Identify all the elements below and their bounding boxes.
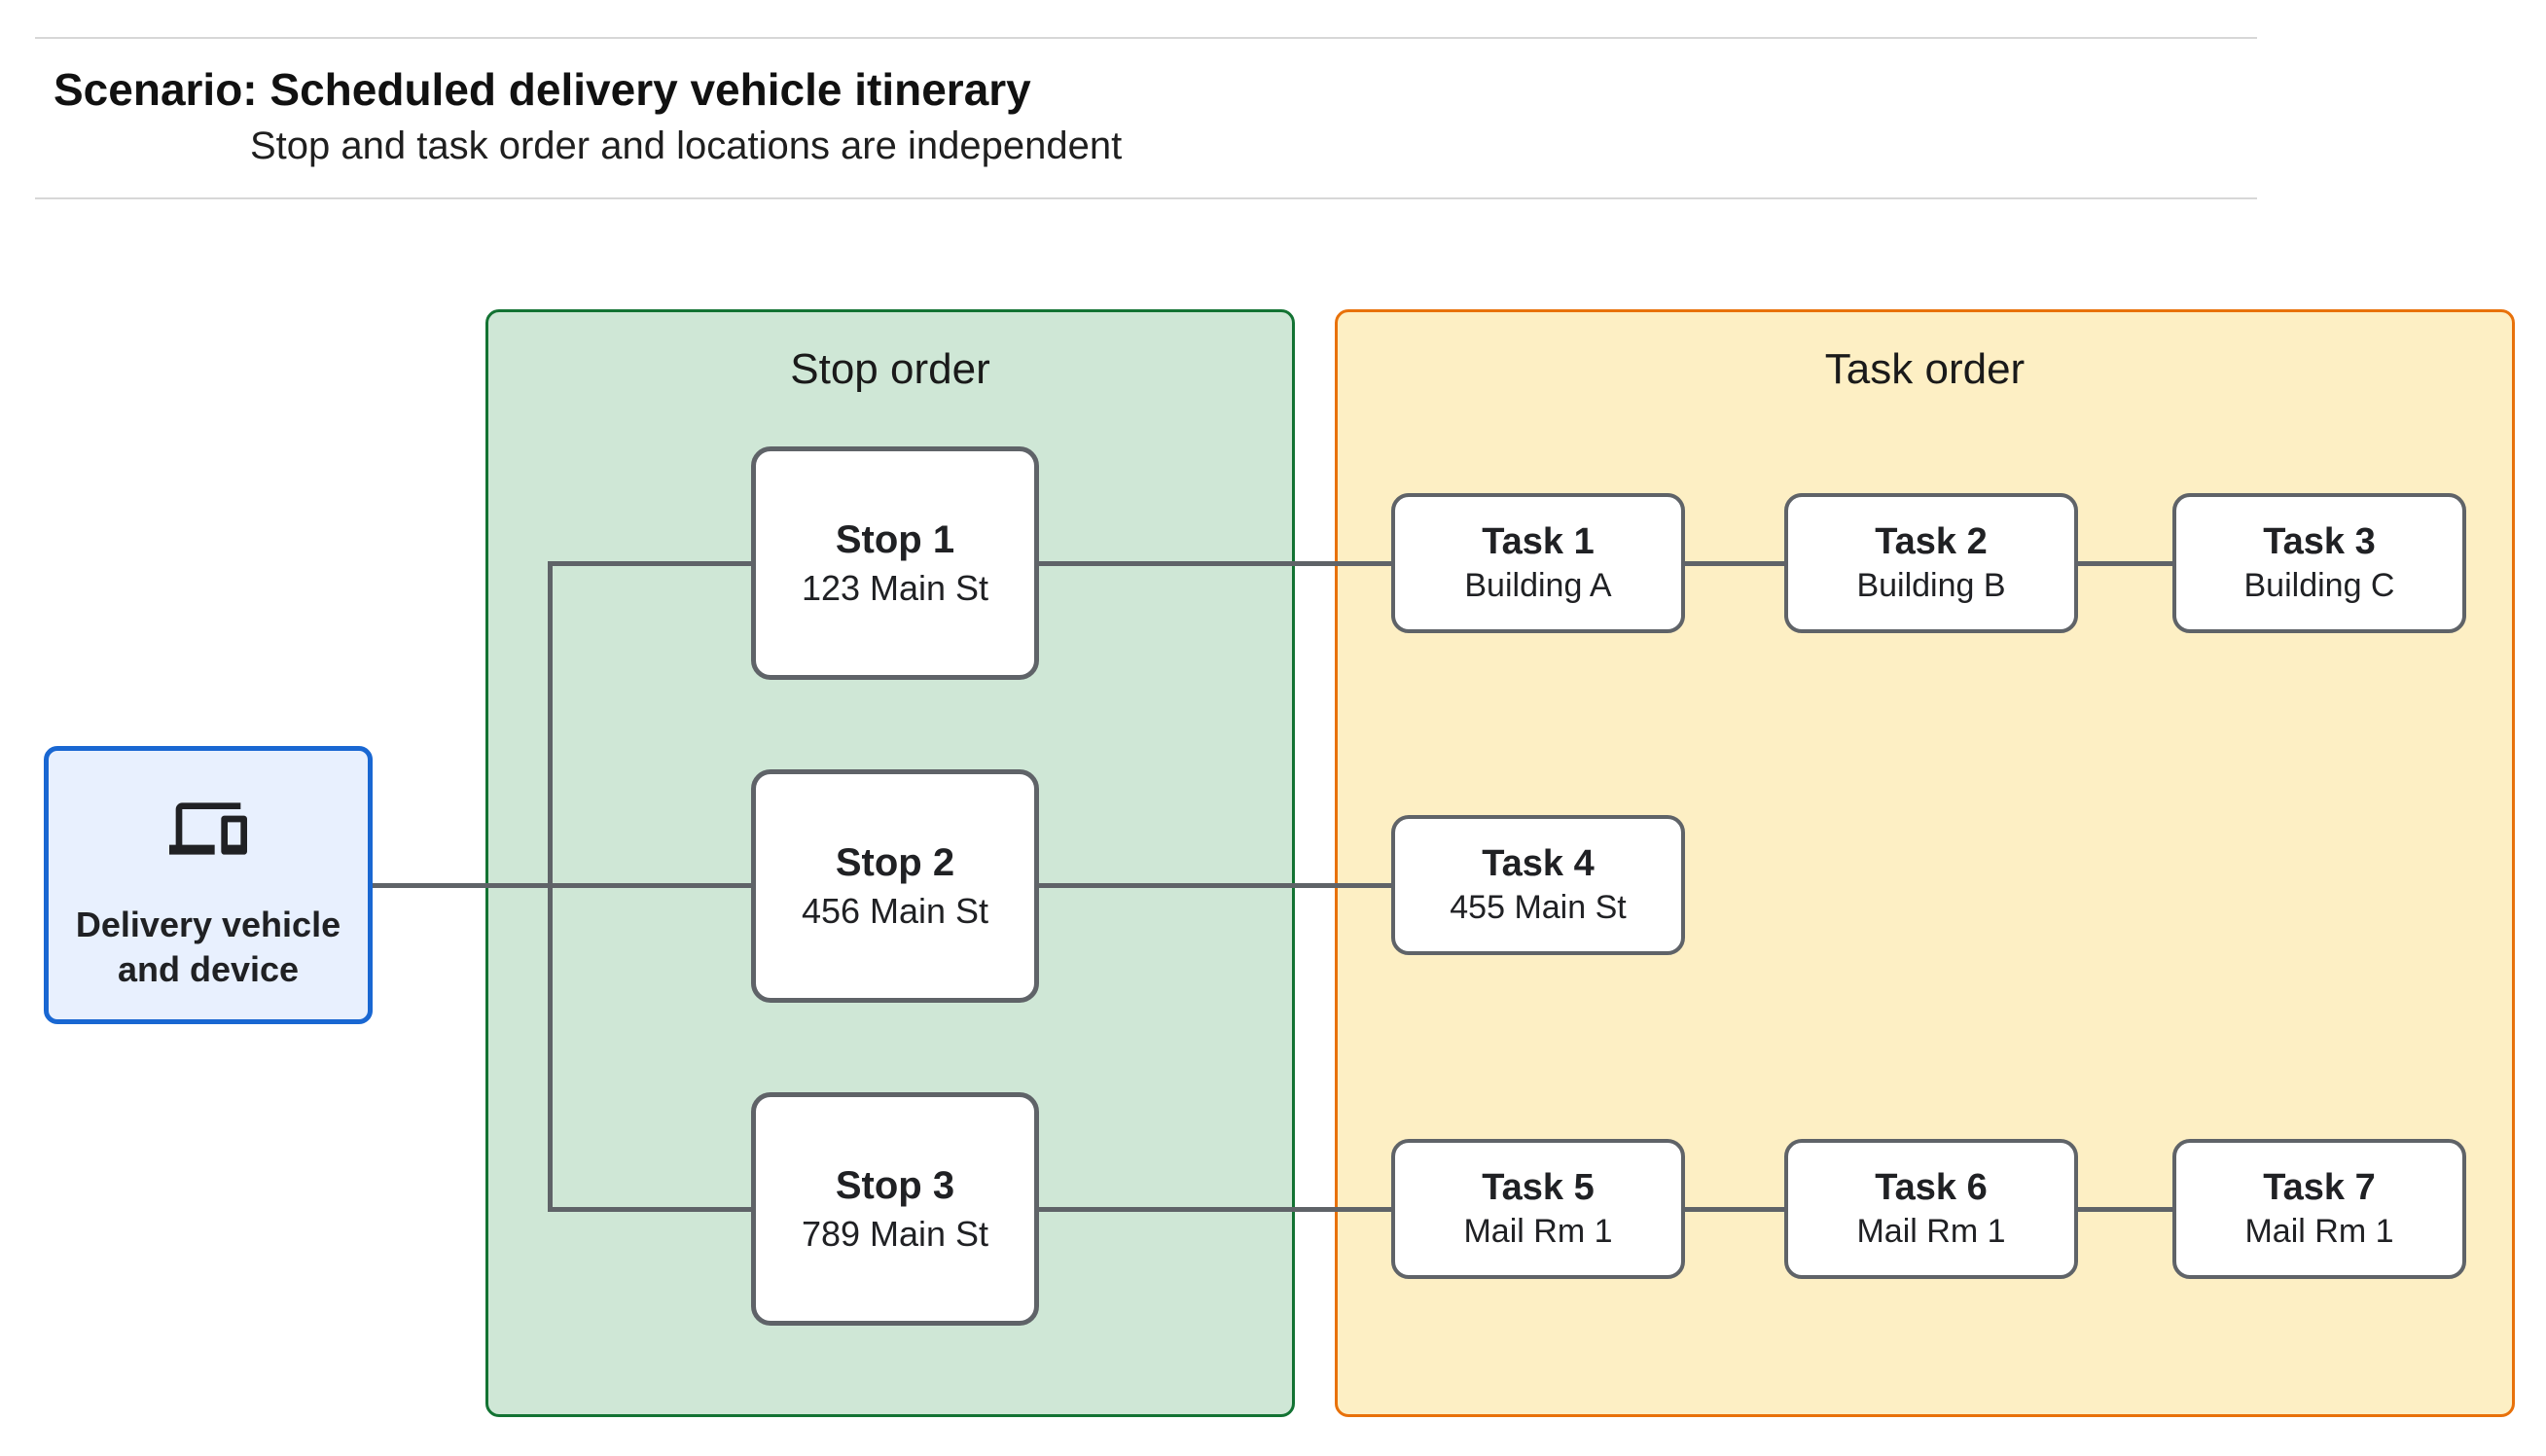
task-4-location: 455 Main St (1450, 889, 1627, 926)
page-subtitle: Stop and task order and locations are in… (250, 124, 1123, 167)
task-7-title: Task 7 (2263, 1167, 2376, 1208)
task-5-title: Task 5 (1482, 1167, 1595, 1208)
task-3-node: Task 3 Building C (2172, 493, 2466, 633)
stop-1-node: Stop 1 123 Main St (751, 446, 1039, 680)
connector-stop3-to-task5 (1039, 1207, 1391, 1212)
delivery-vehicle-node: Delivery vehicle and device (44, 746, 373, 1024)
stop-3-title: Stop 3 (835, 1164, 955, 1207)
connector-trunk-to-stop1 (548, 561, 751, 566)
stop-2-address: 456 Main St (801, 891, 989, 931)
task-2-node: Task 2 Building B (1784, 493, 2078, 633)
vehicle-label-line1: Delivery vehicle (75, 905, 341, 944)
task-3-title: Task 3 (2263, 521, 2376, 562)
connector-task6-to-task7 (2078, 1207, 2172, 1212)
devices-icon (169, 802, 247, 855)
connector-task2-to-task3 (2078, 561, 2172, 566)
connector-stop-trunk (548, 561, 553, 1212)
task-panel-title: Task order (1824, 345, 2026, 393)
task-4-node: Task 4 455 Main St (1391, 815, 1685, 955)
task-6-node: Task 6 Mail Rm 1 (1784, 1139, 2078, 1279)
connector-stop1-to-task1 (1039, 561, 1391, 566)
task-6-title: Task 6 (1875, 1167, 1988, 1208)
task-7-node: Task 7 Mail Rm 1 (2172, 1139, 2466, 1279)
header-bottom-divider (35, 197, 2257, 199)
task-1-title: Task 1 (1482, 521, 1595, 562)
connector-task1-to-task2 (1685, 561, 1784, 566)
task-1-location: Building A (1464, 567, 1612, 604)
top-divider (35, 37, 2257, 39)
task-2-title: Task 2 (1875, 521, 1988, 562)
page-title: Scenario: Scheduled delivery vehicle iti… (54, 64, 1031, 115)
stop-2-node: Stop 2 456 Main St (751, 769, 1039, 1003)
task-7-location: Mail Rm 1 (2244, 1213, 2394, 1250)
stop-1-title: Stop 1 (835, 518, 955, 561)
connector-stop2-to-task4 (1039, 883, 1391, 888)
vehicle-label-line2: and device (117, 949, 300, 989)
vehicle-label: Delivery vehicle and device (76, 903, 341, 992)
task-5-node: Task 5 Mail Rm 1 (1391, 1139, 1685, 1279)
task-4-title: Task 4 (1482, 843, 1595, 884)
task-5-location: Mail Rm 1 (1463, 1213, 1613, 1250)
stop-3-node: Stop 3 789 Main St (751, 1092, 1039, 1326)
stop-panel-title: Stop order (790, 345, 990, 393)
stop-1-address: 123 Main St (801, 568, 989, 608)
task-1-node: Task 1 Building A (1391, 493, 1685, 633)
connector-task5-to-task6 (1685, 1207, 1784, 1212)
task-3-location: Building C (2243, 567, 2395, 604)
connector-trunk-to-stop3 (548, 1207, 751, 1212)
task-2-location: Building B (1856, 567, 2006, 604)
stop-2-title: Stop 2 (835, 841, 955, 884)
task-6-location: Mail Rm 1 (1856, 1213, 2006, 1250)
connector-vehicle-to-stops (373, 883, 751, 888)
stop-3-address: 789 Main St (801, 1214, 989, 1254)
